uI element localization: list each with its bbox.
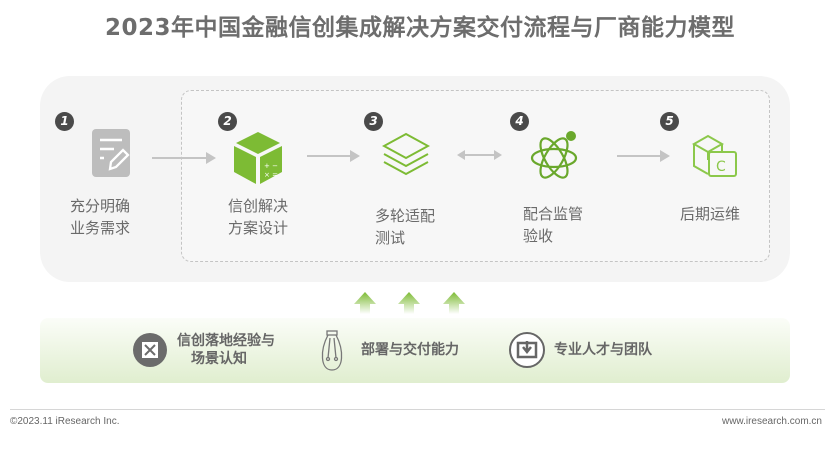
svg-text:+ −: + − <box>264 162 278 170</box>
capability-talent: 专业人才与团队 <box>554 342 652 358</box>
double-arrow-icon <box>457 150 502 160</box>
atom-icon <box>530 131 578 179</box>
up-arrow-icon <box>443 292 465 314</box>
cube-c-icon: C <box>691 134 737 177</box>
step-label-4: 配合监管验收 <box>523 205 584 245</box>
arrow-right <box>152 157 210 159</box>
step-label-3: 多轮适配测试 <box>375 207 436 247</box>
arrow-right <box>307 155 353 157</box>
step-number-2: 2 <box>218 112 237 131</box>
svg-text:× =: × = <box>264 171 278 179</box>
step-label-5: 后期运维 <box>680 205 741 223</box>
up-arrow-icon <box>354 292 376 314</box>
calculator-cube-icon: + −× = <box>234 132 282 184</box>
footer-copyright: ©2023.11 iResearch Inc. <box>10 416 120 427</box>
download-box-icon <box>509 332 545 368</box>
capability-delivery: 部署与交付能力 <box>361 342 459 358</box>
step-number-4: 4 <box>510 112 529 131</box>
arrow-head-icon <box>206 152 216 164</box>
bulb-icon <box>321 330 343 371</box>
page-title: 2023年中国金融信创集成解决方案交付流程与厂商能力模型 <box>104 15 735 41</box>
layers-icon <box>382 132 430 176</box>
footer-website: www.iresearch.com.cn <box>721 416 822 427</box>
arrow-head-icon <box>660 150 670 162</box>
up-arrow-icon <box>398 292 420 314</box>
arrow-head-icon <box>350 150 360 162</box>
svg-text:C: C <box>716 159 726 175</box>
step-number-3: 3 <box>364 112 383 131</box>
step-label-1: 充分明确业务需求 <box>70 197 131 237</box>
capability-experience: 信创落地经验与场景认知 <box>177 333 275 367</box>
step-number-1: 1 <box>55 112 74 131</box>
step-label-2: 信创解决方案设计 <box>228 197 289 237</box>
footer-divider <box>10 409 825 410</box>
step-number-5: 5 <box>660 112 679 131</box>
arrow-right <box>617 155 663 157</box>
tools-icon <box>133 333 167 367</box>
document-edit-icon <box>92 129 130 177</box>
